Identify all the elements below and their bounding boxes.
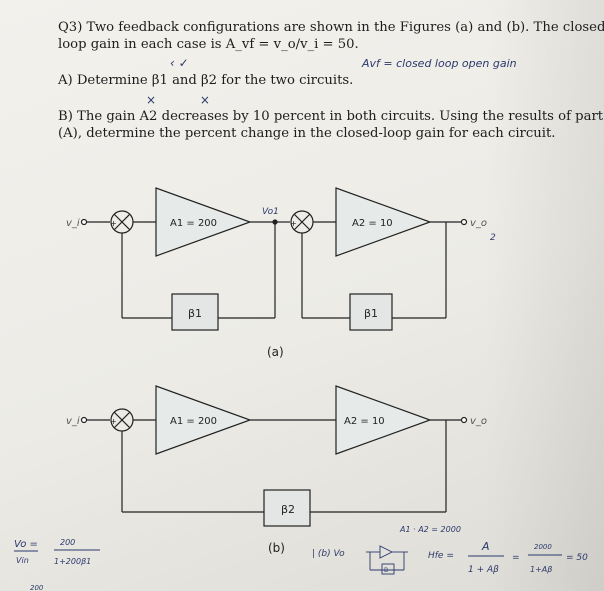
fig-b-amp1-label: A1 = 200 [170, 416, 217, 427]
handwritten-formula-result: = 50 [566, 553, 588, 563]
handwritten-vo2: 2 [490, 233, 496, 243]
handwritten-formula-eq: = [512, 553, 520, 563]
handwritten-a1a2: A1 · A2 = 2000 [399, 525, 461, 534]
question-part-b-line-2: (A), determine the percent change in the… [58, 126, 556, 141]
handwritten-ticks: ‹ ✓ [170, 56, 189, 70]
handwritten-formula-num: A [481, 540, 490, 553]
fig-a-sum2-sign: + [290, 219, 297, 228]
fig-a-caption: (a) [267, 345, 284, 359]
fig-a-fb2-label: β1 [364, 307, 378, 320]
fig-b-caption: (b) [268, 541, 285, 555]
fig-b-sum-sign: + [110, 417, 117, 426]
handwritten-formula-den2: 1+Aβ [530, 565, 552, 574]
handwritten-crosses: × × [146, 93, 230, 107]
fig-b-input-label: v_i [66, 416, 80, 427]
question-part-a: A) Determine β1 and β2 for the two circu… [58, 73, 354, 88]
fig-a-sum1-sign: + [110, 219, 117, 228]
handwritten-formula-lhs: Hfe = [428, 551, 454, 561]
paper-shadow [484, 0, 604, 591]
question-part-b-line-1: B) The gain A2 decreases by 10 percent i… [58, 109, 604, 124]
fig-a-output-label: v_o [470, 218, 487, 229]
fig-a-fb1-label: β1 [188, 307, 202, 320]
fig-b-fb-label: β2 [281, 503, 295, 516]
fig-b-amp2-label: A2 = 10 [344, 416, 385, 427]
handwritten-avf-note: Avf = closed loop open gain [362, 57, 517, 70]
fig-a-amp2-label: A2 = 10 [352, 218, 393, 229]
fig-b-output-label: v_o [470, 416, 487, 427]
question-line-2: loop gain in each case is A_vf = v_o/v_i… [58, 37, 359, 52]
question-line-1: Q3) Two feedback configurations are show… [58, 20, 604, 35]
handwritten-left-num: 200 [60, 538, 75, 547]
handwritten-b-box: B [384, 567, 388, 574]
handwritten-formula-num2: 2000 [534, 543, 552, 551]
handwritten-vo1: Vo1 [262, 207, 279, 217]
handwritten-formula-note: | (b) Vo [312, 549, 345, 559]
handwritten-bottom-scrawl: 200 [30, 584, 44, 591]
handwritten-formula-den: 1 + Aβ [468, 565, 499, 575]
handwritten-left-vin: Vin [16, 556, 29, 565]
handwritten-left-den: 1+200β1 [54, 557, 91, 566]
fig-a-input-label: v_i [66, 218, 80, 229]
handwritten-left-vo: Vo = [14, 539, 38, 550]
fig-a-amp1-label: A1 = 200 [170, 218, 217, 229]
